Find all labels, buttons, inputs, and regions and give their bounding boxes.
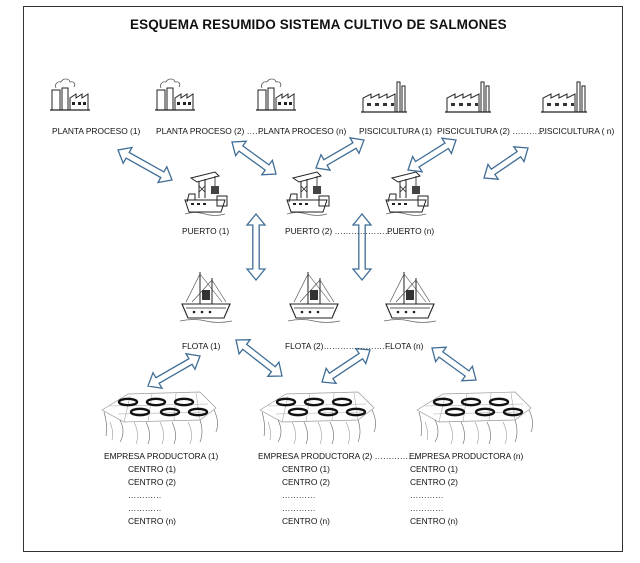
diagram-title: ESQUEMA RESUMIDO SISTEMA CULTIVO DE SALM…	[130, 17, 507, 32]
arrows-layer	[117, 136, 529, 390]
label-planta-proceso-1: PLANTA PROCESO (1)	[52, 126, 141, 136]
double-arrow-5	[483, 146, 529, 180]
planta-proceso-2-icon	[154, 78, 196, 111]
centro-line: CENTRO (2)	[410, 477, 458, 487]
double-arrow-9	[235, 339, 283, 377]
double-arrow-4	[407, 137, 457, 173]
centro-line: CENTRO (n)	[128, 516, 176, 526]
centro-line: …………	[282, 490, 316, 500]
label-flota-2: FLOTA (2)…………………….	[285, 341, 393, 351]
label-puerto-n: PUERTO (n)	[387, 226, 435, 236]
flota-2-icon	[287, 271, 341, 324]
piscicultura-1-icon	[360, 81, 408, 113]
centro-line: CENTRO (1)	[410, 464, 458, 474]
puerto-2-icon	[286, 171, 330, 216]
centro-line: CENTRO (n)	[282, 516, 330, 526]
centro-line: …………	[128, 490, 162, 500]
label-piscicultura-2: PISCICULTURA (2) …………	[437, 126, 546, 136]
double-arrow-8	[147, 352, 201, 390]
label-puerto-2: PUERTO (2) ………………………	[285, 226, 410, 236]
centro-line: …………	[128, 503, 162, 513]
label-planta-proceso-n: PLANTA PROCESO (n)	[258, 126, 347, 136]
label-flota-n: FLOTA (n)	[385, 341, 424, 351]
label-piscicultura-1: PISCICULTURA (1)	[359, 126, 432, 136]
flota-1-icon	[179, 271, 233, 324]
double-arrow-3	[315, 136, 365, 172]
label-piscicultura-n: PISCICULTURA ( n)	[539, 126, 615, 136]
piscicultura-2-icon	[444, 81, 492, 113]
piscicultura-n-icon	[540, 81, 588, 113]
flota-n-icon	[383, 271, 437, 324]
double-arrow-2	[231, 140, 277, 176]
diagram-frame	[23, 6, 623, 552]
label-empresa-productora-n: EMPRESA PRODUCTORA (n)	[409, 451, 524, 461]
planta-proceso-1-icon	[49, 78, 91, 111]
label-planta-proceso-2: PLANTA PROCESO (2) ……..	[156, 126, 268, 136]
centro-line: …………	[410, 490, 444, 500]
double-arrow-11	[431, 346, 477, 382]
label-empresa-productora-2: EMPRESA PRODUCTORA (2) …………….	[258, 451, 419, 461]
label-puerto-1: PUERTO (1)	[182, 226, 230, 236]
centro-line: …………	[410, 503, 444, 513]
centro-line: CENTRO (1)	[128, 464, 176, 474]
centro-line: CENTRO (1)	[282, 464, 330, 474]
puerto-n-icon	[385, 171, 429, 216]
double-arrow-1	[117, 146, 173, 184]
puerto-1-icon	[184, 171, 228, 216]
double-arrow-6	[245, 212, 267, 282]
label-empresa-productora-1: EMPRESA PRODUCTORA (1)	[104, 451, 219, 461]
centro-line: CENTRO (2)	[282, 477, 330, 487]
label-flota-1: FLOTA (1)	[182, 341, 221, 351]
empresa-productora-1-icon	[100, 390, 219, 446]
centro-line: …………	[282, 503, 316, 513]
planta-proceso-n-icon	[255, 78, 297, 111]
double-arrow-7	[351, 212, 373, 282]
centro-line: CENTRO (2)	[128, 477, 176, 487]
empresa-productora-2-icon	[258, 390, 377, 446]
double-arrow-10	[321, 347, 371, 385]
empresa-productora-n-icon	[415, 390, 534, 446]
centro-line: CENTRO (n)	[410, 516, 458, 526]
